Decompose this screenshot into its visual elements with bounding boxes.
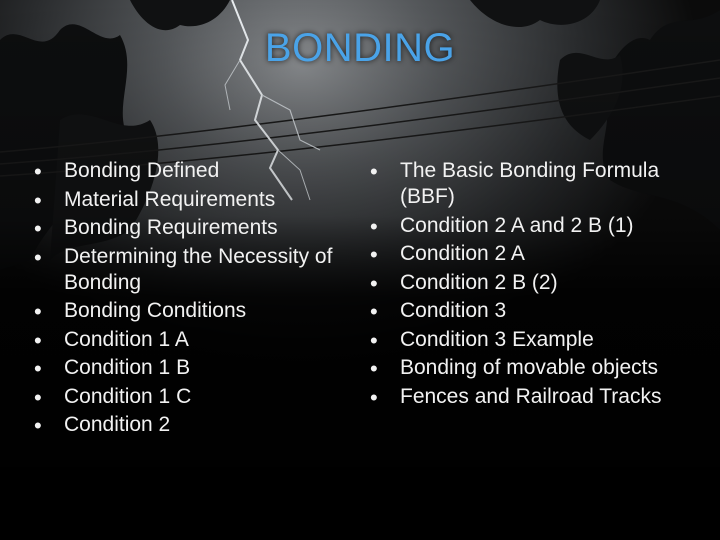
- list-item: Condition 2: [32, 411, 362, 440]
- slide-title: BONDING: [264, 26, 456, 70]
- list-item: Fences and Railroad Tracks: [368, 383, 713, 412]
- list-item: Condition 1 B: [32, 354, 362, 383]
- list-item: Bonding of movable objects: [368, 354, 713, 383]
- list-item: The Basic Bonding Formula (BBF): [368, 157, 713, 210]
- list-item: Determining the Necessity of Bonding: [32, 243, 362, 296]
- list-item: Condition 3: [368, 297, 713, 326]
- list-item: Condition 1 A: [32, 326, 362, 355]
- left-bullet-list: Bonding Defined Material Requirements Bo…: [32, 157, 362, 441]
- list-item: Material Requirements: [32, 186, 362, 215]
- list-item: Condition 3 Example: [368, 326, 713, 355]
- list-item: Bonding Requirements: [32, 214, 362, 243]
- list-item: Condition 2 A: [368, 240, 713, 269]
- list-item: Bonding Defined: [32, 157, 362, 186]
- list-item: Condition 1 C: [32, 383, 362, 412]
- list-item: Condition 2 A and 2 B (1): [368, 212, 713, 241]
- right-bullet-list: The Basic Bonding Formula (BBF) Conditio…: [368, 157, 713, 412]
- list-item: Condition 2 B (2): [368, 269, 713, 298]
- list-item: Bonding Conditions: [32, 297, 362, 326]
